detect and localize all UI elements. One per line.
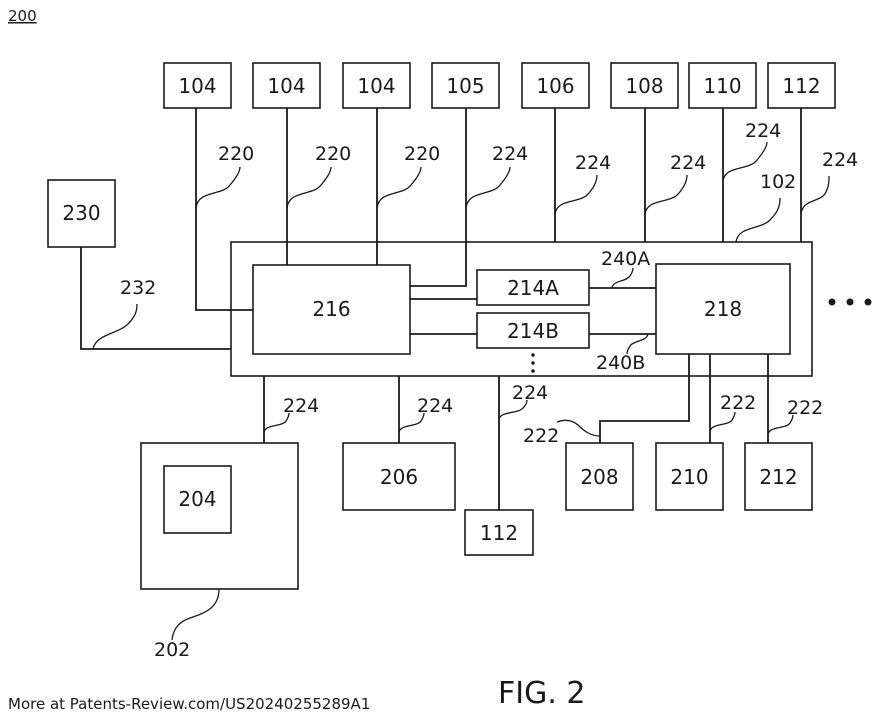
link-label-top-6: 224 xyxy=(670,152,706,174)
leader-bottom-208 xyxy=(557,420,600,436)
leader-202 xyxy=(172,589,219,640)
bottom-device-210-label: 210 xyxy=(670,465,708,489)
interface-214b-label: 214B xyxy=(507,319,559,343)
link-label-side: 232 xyxy=(120,277,156,299)
bottom-device-212: 212 xyxy=(745,443,812,510)
link-label-bottom-112: 224 xyxy=(512,382,548,404)
ellipsis-dot xyxy=(531,353,535,357)
ellipsis-dot xyxy=(531,361,535,365)
top-device-5-label: 106 xyxy=(536,74,574,98)
figure-title: FIG. 2 xyxy=(498,676,586,711)
leader-top-4 xyxy=(466,167,510,208)
leader-top-6 xyxy=(645,175,687,214)
link-label-top-2: 220 xyxy=(315,143,351,165)
link-label-top-7: 224 xyxy=(745,120,781,142)
leader-top-1 xyxy=(196,167,240,208)
bottom-device-208: 208 xyxy=(566,443,633,510)
top-device-7-label: 110 xyxy=(703,74,741,98)
leader-main-unit xyxy=(736,198,780,242)
leader-top-8 xyxy=(801,176,829,214)
source-footer: More at Patents-Review.com/US20240255289… xyxy=(8,695,370,713)
top-device-1: 104 xyxy=(164,63,231,108)
leader-top-3 xyxy=(377,167,421,208)
processor-218: 218 xyxy=(656,264,790,354)
link-label-bottom-206: 224 xyxy=(417,395,453,417)
interface-214a: 214A xyxy=(477,270,589,305)
link-label-top-5: 224 xyxy=(575,152,611,174)
bottom-device-202-label: 202 xyxy=(154,639,190,661)
link-label-top-3: 220 xyxy=(404,143,440,165)
main-unit-label: 102 xyxy=(760,171,796,193)
figure-id: 200 xyxy=(8,7,37,25)
bottom-device-212-label: 212 xyxy=(759,465,797,489)
top-device-8-label: 112 xyxy=(782,74,820,98)
leader-top-5 xyxy=(555,175,597,214)
bottom-device-210: 210 xyxy=(656,443,723,510)
top-device-8: 112 xyxy=(768,63,835,108)
top-device-7: 110 xyxy=(689,63,756,108)
bottom-device-206: 206 xyxy=(343,443,455,510)
bottom-device-208-label: 208 xyxy=(580,465,618,489)
link-label-bottom-208: 222 xyxy=(523,425,559,447)
controller-label: 216 xyxy=(312,297,350,321)
ellipsis-dot xyxy=(531,369,535,373)
leader-top-2 xyxy=(287,167,331,208)
inner-device-label: 204 xyxy=(178,487,216,511)
processor-label: 218 xyxy=(704,297,742,321)
link-label-top-4: 224 xyxy=(492,143,528,165)
link-label-bottom-202: 224 xyxy=(283,395,319,417)
top-device-6-label: 108 xyxy=(625,74,663,98)
bottom-device-112-label: 112 xyxy=(480,521,518,545)
top-device-3-label: 104 xyxy=(357,74,395,98)
bottom-device-202: 204 xyxy=(141,443,298,589)
bottom-device-112: 112 xyxy=(465,510,533,555)
top-device-2-label: 104 xyxy=(267,74,305,98)
leader-side xyxy=(93,304,137,349)
leader-bottom-210 xyxy=(710,412,735,431)
link-label-top-1: 220 xyxy=(218,143,254,165)
top-device-6: 108 xyxy=(611,63,678,108)
link-label-bottom-210: 222 xyxy=(720,392,756,414)
link-label-240b: 240B xyxy=(596,352,645,374)
continuation-dot xyxy=(847,299,854,306)
continuation-dot xyxy=(865,299,872,306)
link-label-top-8: 224 xyxy=(822,149,858,171)
side-device: 230 xyxy=(48,180,115,247)
link-label-bottom-212: 222 xyxy=(787,397,823,419)
interface-214b: 214B xyxy=(477,313,589,348)
top-device-2: 104 xyxy=(253,63,320,108)
top-device-1-label: 104 xyxy=(178,74,216,98)
controller-216: 216 xyxy=(253,265,410,354)
top-device-5: 106 xyxy=(522,63,589,108)
top-device-3: 104 xyxy=(343,63,410,108)
interface-214a-label: 214A xyxy=(507,276,559,300)
bottom-device-206-label: 206 xyxy=(380,465,418,489)
link-label-240a: 240A xyxy=(601,248,650,270)
top-device-4: 105 xyxy=(432,63,499,108)
continuation-dot xyxy=(829,299,836,306)
side-device-label: 230 xyxy=(62,201,100,225)
top-device-4-label: 105 xyxy=(446,74,484,98)
